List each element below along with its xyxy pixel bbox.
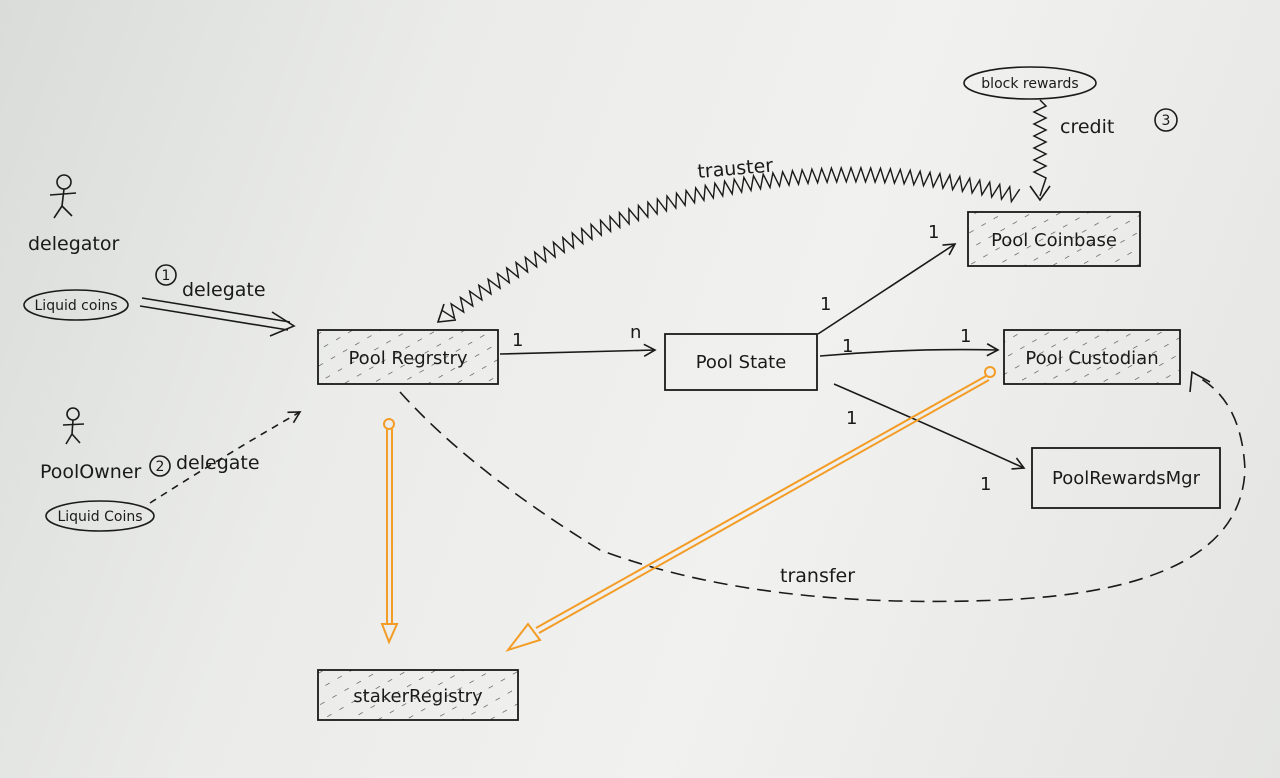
pool-owner-actor-icon xyxy=(62,407,85,445)
step-1-label: delegate xyxy=(182,279,266,301)
custodian-to-multiplicity: 1 xyxy=(960,326,971,347)
transfer-bottom-dashed-edge xyxy=(399,375,1246,603)
step-1-badge: 1 xyxy=(155,264,177,286)
registry-to-staker-orange-arrow xyxy=(380,418,399,645)
coinbase-from-multiplicity: 1 xyxy=(820,294,831,315)
custodian-from-multiplicity: 1 xyxy=(842,336,853,357)
delegator-actor-icon xyxy=(49,174,77,219)
step-2-label: delegate xyxy=(176,452,260,474)
pool-coinbase-label: Pool Coinbase xyxy=(991,230,1117,251)
step-2-number: 2 xyxy=(156,459,165,475)
state-side-multiplicity: n xyxy=(630,322,641,343)
custodian-to-staker-orange-arrow xyxy=(505,366,996,652)
pool-rewards-mgr-label: PoolRewardsMgr xyxy=(1052,468,1201,489)
liquid-coins-2-label: Liquid Coins xyxy=(57,509,142,525)
transfer-top-arrowhead xyxy=(436,303,457,323)
delegate-arrow-1 xyxy=(139,297,296,337)
pool-rewards-mgr-box: PoolRewardsMgr xyxy=(1031,447,1221,509)
transfer-bottom-label: transfer xyxy=(780,565,855,587)
state-to-coinbase-edge xyxy=(817,243,957,335)
delegator-label: delegator xyxy=(28,233,119,255)
step-3-number: 3 xyxy=(1162,113,1171,129)
liquid-coins-token-1: Liquid coins xyxy=(23,289,129,321)
state-to-custodian-edge xyxy=(819,343,1000,357)
pool-state-box: Pool State xyxy=(664,333,818,391)
block-rewards-token: block rewards xyxy=(963,66,1097,100)
pool-owner-label: PoolOwner xyxy=(40,461,142,483)
coinbase-to-multiplicity: 1 xyxy=(928,222,939,243)
pool-state-label: Pool State xyxy=(696,352,787,373)
staker-registry-box: stakerRegistry xyxy=(317,669,519,721)
credit-arrowhead xyxy=(1029,185,1051,202)
liquid-coins-1-label: Liquid coins xyxy=(35,298,118,314)
staker-registry-label: stakerRegistry xyxy=(353,686,483,707)
step-2-badge: 2 xyxy=(149,455,171,477)
transfer-bottom-arrowhead xyxy=(1189,370,1211,393)
block-rewards-label: block rewards xyxy=(981,76,1078,92)
step-3-label: credit xyxy=(1060,116,1114,138)
pool-registry-label: Pool Regrstry xyxy=(348,348,467,369)
liquid-coins-token-2: Liquid Coins xyxy=(45,500,155,532)
pool-custodian-box: Pool Custodian xyxy=(1003,329,1181,385)
registry-side-multiplicity: 1 xyxy=(512,330,523,351)
step-1-number: 1 xyxy=(162,268,171,284)
step-3-badge: 3 xyxy=(1154,108,1178,132)
registry-to-state-edge xyxy=(499,343,657,357)
rewards-to-multiplicity: 1 xyxy=(980,474,991,495)
credit-zigzag-edge xyxy=(1032,99,1048,197)
pool-coinbase-box: Pool Coinbase xyxy=(967,211,1141,267)
transfer-top-zigzag-edge xyxy=(441,165,1021,321)
state-to-rewards-edge xyxy=(833,383,1026,470)
pool-custodian-label: Pool Custodian xyxy=(1025,348,1158,369)
rewards-from-multiplicity: 1 xyxy=(846,408,857,429)
pool-registry-box: Pool Regrstry xyxy=(317,329,499,385)
